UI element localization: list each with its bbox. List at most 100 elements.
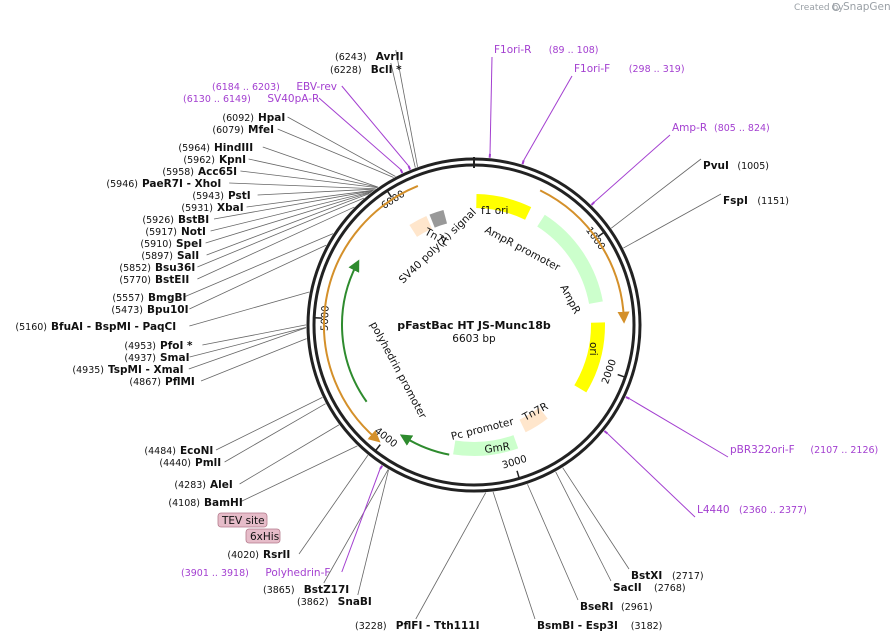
site-name-bpu10i[interactable]: Bpu10I (147, 304, 189, 316)
site-name-bfuai-bspmi-paqci[interactable]: BfuAI - BspMI - PaqCI (51, 321, 176, 333)
tick-mark (386, 190, 393, 198)
site-name-xbai[interactable]: XbaI (217, 202, 244, 214)
primer-name-ebv-rev[interactable]: EBV-rev (296, 81, 337, 93)
site-name-sacii[interactable]: SacII (613, 582, 642, 594)
site-pos: (5964) (178, 143, 210, 154)
site-name-mfei[interactable]: MfeI (248, 124, 274, 136)
tev-site-tag[interactable] (217, 512, 268, 528)
site-name-smai[interactable]: SmaI (160, 352, 190, 364)
site-name-avrii[interactable]: AvrII (376, 51, 404, 63)
site-pos: (4867) (129, 377, 161, 388)
his-tag[interactable] (245, 528, 281, 544)
site-name-psti[interactable]: PstI (228, 190, 251, 202)
primer-name-l4440[interactable]: L4440 (697, 504, 730, 516)
site-pos: (4108) (168, 498, 200, 509)
brand-text[interactable]: SnapGene (843, 1, 891, 13)
site-pos: (5473) (111, 305, 143, 316)
leader-line (239, 424, 340, 485)
site-name-spei[interactable]: SpeI (176, 238, 202, 250)
site-name-snabi[interactable]: SnaBI (338, 596, 372, 608)
site-pos: (6228) (330, 65, 362, 76)
ori-label: ori (587, 342, 599, 356)
leader-line (206, 193, 370, 256)
leader-line (213, 190, 374, 220)
site-name-pflfi-tth111i[interactable]: PflFI - Tth111I (396, 620, 480, 632)
direction-arc (341, 259, 368, 403)
site-name-bstbi[interactable]: BstBI (178, 214, 209, 226)
leader-line (390, 62, 416, 168)
feature-ori[interactable] (574, 322, 605, 393)
site-name-pvui[interactable]: PvuI (703, 160, 729, 172)
primer-name-f1ori-f[interactable]: F1ori-F (574, 63, 610, 75)
site-name-acc65i[interactable]: Acc65I (198, 166, 237, 178)
site-name-sali[interactable]: SalI (177, 250, 199, 262)
site-name-fspi[interactable]: FspI (723, 195, 748, 207)
primer-mark (603, 430, 609, 435)
site-name-econi[interactable]: EcoNI (180, 445, 213, 457)
primer-name-amp-r[interactable]: Amp-R (672, 122, 707, 134)
snapgene-logo-icon (832, 3, 840, 11)
feature-gmr[interactable] (453, 435, 519, 456)
primer-pos: (298 .. 319) (629, 64, 685, 75)
site-name-bsmbi-esp3i[interactable]: BsmBI - Esp3I (537, 620, 618, 632)
primer-pos: (6130 .. 6149) (183, 94, 251, 105)
site-name-pflmi[interactable]: PflMI (165, 376, 195, 388)
tick-label: 3000 (501, 454, 529, 472)
primer-name-f1ori-r[interactable]: F1ori-R (494, 44, 531, 56)
site-name-noti[interactable]: NotI (181, 226, 206, 238)
feature-f1-ori[interactable] (476, 194, 532, 220)
plasmid-name: pFastBac HT JS-Munc18b (397, 319, 551, 332)
site-name-bsu36i[interactable]: Bsu36I (155, 262, 195, 274)
feature-polyhedrin-promoter[interactable] (392, 416, 410, 434)
site-pos: (5926) (142, 215, 174, 226)
site-name-bstxi[interactable]: BstXI (631, 570, 662, 582)
feature-sv40-poly-a-signal[interactable] (429, 209, 448, 228)
site-name-bsteii[interactable]: BstEII (155, 274, 189, 286)
feature-ampr-promoter[interactable] (527, 208, 545, 227)
feature-ampr[interactable] (537, 214, 603, 305)
feature-pc-promoter[interactable] (444, 438, 455, 455)
leader-line (197, 197, 365, 268)
polyhedrin-promoter-label: polyhedrin promoter (367, 320, 429, 422)
feature-group (323, 184, 630, 456)
site-name-pmli[interactable]: PmlI (195, 457, 221, 469)
primer-pos: (805 .. 824) (714, 123, 770, 134)
primer-mark (521, 160, 525, 165)
site-pos: (1151) (757, 196, 789, 207)
leader-line (287, 116, 396, 177)
primer-leader (489, 56, 493, 154)
site-name-bstz17i[interactable]: BstZ17I (304, 584, 349, 596)
primer-mark (399, 168, 404, 174)
site-name-alei[interactable]: AleI (210, 479, 233, 491)
leader-line (623, 193, 722, 249)
site-pos: (5557) (112, 293, 144, 304)
site-name-hpai[interactable]: HpaI (258, 112, 285, 124)
site-name-bamhi[interactable]: BamHI (204, 497, 243, 509)
leader-line (527, 484, 579, 601)
primer-name-pbr322ori-f[interactable]: pBR322ori-F (730, 444, 795, 456)
site-pos: (4440) (159, 458, 191, 469)
leader-line (555, 471, 612, 582)
site-pos: (4020) (227, 550, 259, 561)
site-name-rsrii[interactable]: RsrII (263, 549, 290, 561)
primer-name-polyhedrin-f[interactable]: Polyhedrin-F (265, 567, 330, 579)
site-name-bmgbi[interactable]: BmgBI (148, 292, 186, 304)
leader-line (189, 291, 310, 327)
primer-leader (341, 468, 381, 573)
site-name-paer7i-xhoi[interactable]: PaeR7I - XhoI (142, 178, 221, 190)
primer-pos: (2107 .. 2126) (810, 445, 878, 456)
leader-line (492, 491, 536, 620)
feature-tn7l[interactable] (409, 215, 433, 237)
credit-text: Created by (794, 3, 844, 13)
site-name-pfoi[interactable]: PfoI * (160, 340, 193, 352)
site-name-bseri[interactable]: BseRI (580, 601, 613, 613)
site-label-group: (6243)AvrII(6228)BclI *(1005)PvuI(1151)F… (15, 44, 878, 632)
site-name-hindiii[interactable]: HindIII (214, 142, 253, 154)
feature-tn7r[interactable] (519, 407, 548, 433)
primer-name-sv40pa-r[interactable]: SV40pA-R (267, 93, 319, 105)
site-name-tspmi-xmai[interactable]: TspMI - XmaI (108, 364, 184, 376)
tick-label: 5000 (320, 305, 332, 331)
site-name-kpni[interactable]: KpnI (219, 154, 246, 166)
site-name-bcli[interactable]: BclI * (371, 64, 402, 76)
